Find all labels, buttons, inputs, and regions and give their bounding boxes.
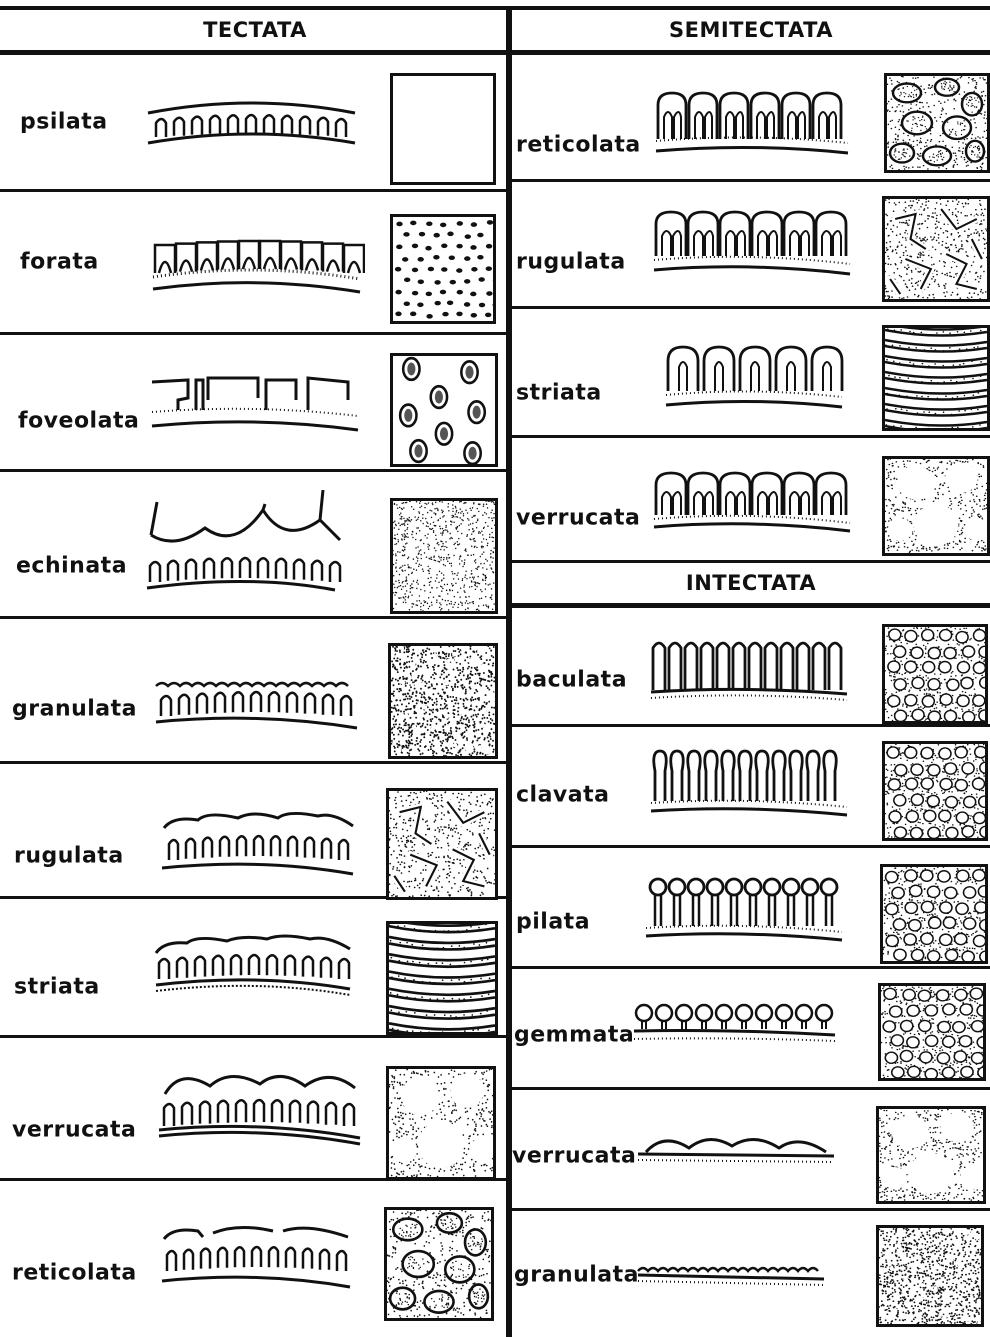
texture-semi-rugulata bbox=[882, 196, 990, 302]
semitectata-row-rugulata: rugulata bbox=[512, 182, 990, 309]
row-label: granulata bbox=[12, 697, 137, 722]
row-label: rugulata bbox=[516, 250, 626, 275]
wall-profile-gemmata bbox=[630, 999, 840, 1049]
intectata-row-pilata: pilata bbox=[512, 848, 990, 969]
row-label: striata bbox=[516, 381, 602, 406]
wall-profile-foveolata bbox=[148, 370, 363, 435]
tectata-row-psilata: psilata bbox=[0, 55, 510, 192]
wall-profile-clavata bbox=[647, 745, 852, 825]
intectata-row-clavata: clavata bbox=[512, 727, 990, 848]
tectata-header: TECTATA bbox=[0, 10, 510, 55]
row-label: reticolata bbox=[12, 1261, 137, 1286]
intectata-row-baculata: baculata bbox=[512, 608, 990, 727]
texture-granulata bbox=[388, 643, 498, 759]
texture-echinata bbox=[390, 498, 498, 614]
wall-profile-rugulata bbox=[158, 806, 363, 886]
intectata-row-verrucata: verrucata bbox=[512, 1090, 990, 1211]
wall-profile-echinata bbox=[145, 490, 355, 605]
texture-semi-reticolata bbox=[884, 73, 990, 173]
row-label: rugulata bbox=[14, 844, 124, 869]
texture-reticolata bbox=[384, 1207, 494, 1321]
semitectata-row-reticolata: reticolata bbox=[512, 55, 990, 182]
wall-profile-reticolata bbox=[158, 1221, 358, 1296]
intectata-header: INTECTATA bbox=[512, 563, 990, 608]
row-label: verrucata bbox=[516, 506, 640, 531]
texture-forata bbox=[390, 214, 496, 324]
tectata-row-striata: striata bbox=[0, 899, 510, 1038]
wall-profile-striata bbox=[152, 931, 357, 1006]
texture-foveolata bbox=[390, 353, 498, 467]
texture-striata bbox=[386, 921, 498, 1035]
texture-pilata bbox=[880, 864, 988, 964]
semitectata-header: SEMITECTATA bbox=[512, 10, 990, 55]
tectata-row-verrucata: verrucata bbox=[0, 1038, 510, 1181]
wall-profile-semi-rugulata bbox=[650, 202, 855, 282]
wall-profile-intectata-verrucata bbox=[634, 1130, 844, 1175]
texture-gemmata bbox=[878, 983, 986, 1081]
row-label: clavata bbox=[516, 783, 609, 808]
row-label: pilata bbox=[516, 910, 590, 935]
wall-profile-granulata bbox=[152, 664, 362, 734]
wall-profile-verrucata bbox=[155, 1068, 367, 1158]
row-label: psilata bbox=[20, 110, 108, 135]
row-label: striata bbox=[14, 975, 100, 1000]
wall-profile-psilata bbox=[145, 95, 360, 150]
row-label: echinata bbox=[16, 554, 127, 579]
wall-profile-semi-reticolata bbox=[652, 85, 852, 160]
tectata-row-forata: forata bbox=[0, 192, 510, 335]
texture-intectata-verrucata bbox=[876, 1106, 986, 1204]
intectata-row-gemmata: gemmata bbox=[512, 969, 990, 1090]
texture-clavata bbox=[882, 741, 988, 841]
texture-rugulata bbox=[386, 788, 498, 900]
tectata-row-foveolata: foveolata bbox=[0, 335, 510, 472]
tectata-row-granulata: granulata bbox=[0, 619, 510, 764]
row-label: verrucata bbox=[512, 1144, 636, 1169]
semitectata-row-striata: striata bbox=[512, 309, 990, 438]
wall-profile-forata bbox=[150, 237, 365, 297]
semitectata-row-verrucata: verrucata bbox=[512, 438, 990, 563]
row-label: foveolata bbox=[18, 409, 139, 434]
row-label: granulata bbox=[514, 1263, 639, 1288]
texture-baculata bbox=[882, 624, 988, 724]
tectata-row-rugulata: rugulata bbox=[0, 764, 510, 899]
wall-profile-baculata bbox=[647, 636, 852, 706]
texture-intectata-granulata bbox=[876, 1225, 984, 1327]
texture-semi-striata bbox=[882, 325, 990, 431]
wall-profile-intectata-granulata bbox=[634, 1261, 834, 1291]
wall-profile-pilata bbox=[642, 872, 847, 952]
row-label: gemmata bbox=[514, 1023, 634, 1048]
texture-verrucata bbox=[386, 1066, 496, 1180]
intectata-row-granulata: granulata bbox=[512, 1211, 990, 1337]
row-label: baculata bbox=[516, 668, 627, 693]
texture-semi-verrucata bbox=[882, 456, 990, 556]
wall-profile-semi-striata bbox=[662, 339, 847, 419]
row-label: forata bbox=[20, 250, 99, 275]
tectata-row-reticolata: reticolata bbox=[0, 1181, 510, 1337]
tectata-row-echinata: echinata bbox=[0, 472, 510, 619]
texture-psilata bbox=[390, 73, 496, 185]
row-label: verrucata bbox=[12, 1118, 136, 1143]
row-label: reticolata bbox=[516, 133, 641, 158]
wall-profile-semi-verrucata bbox=[650, 463, 855, 543]
